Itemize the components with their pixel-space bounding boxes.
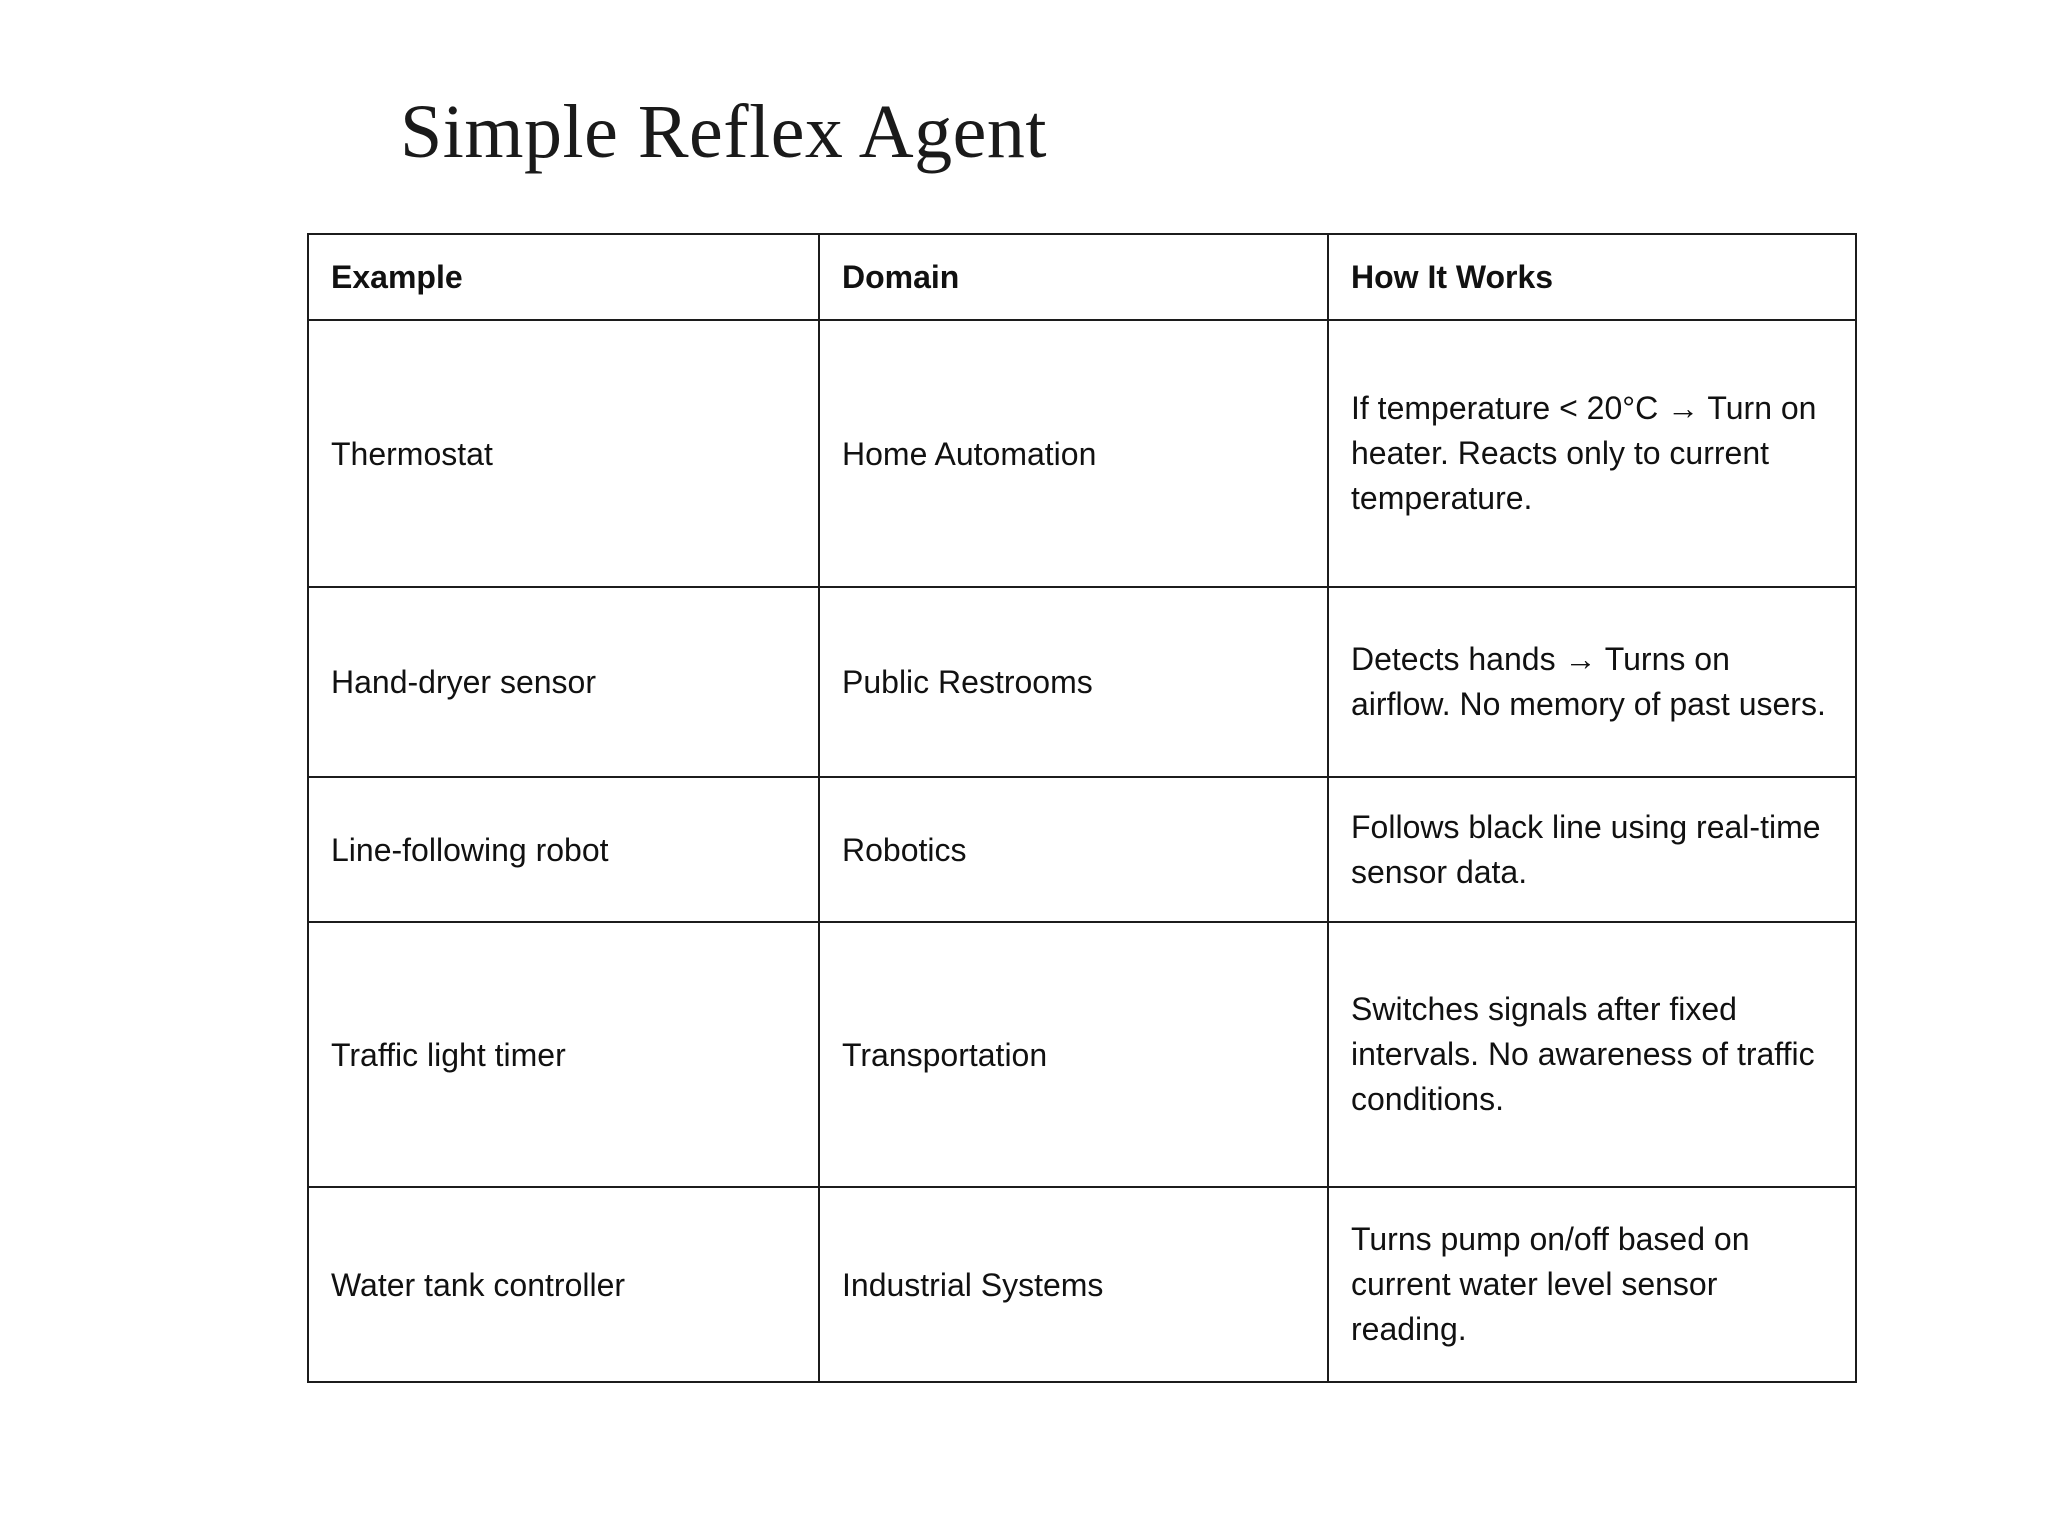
cell-example: Traffic light timer xyxy=(307,921,820,1188)
cell-domain-text: Home Automation xyxy=(842,435,1097,472)
cell-example: Line-following robot xyxy=(307,776,820,923)
column-header-domain: Domain xyxy=(818,233,1329,321)
table-row: Hand-dryer sensor Public Restrooms Detec… xyxy=(307,586,1857,778)
table-row: Water tank controller Industrial Systems… xyxy=(307,1186,1857,1383)
cell-how-it-works: Turns pump on/off based on current water… xyxy=(1327,1186,1857,1383)
reflex-agent-table: Example Domain How It Works Thermostat H… xyxy=(307,233,1857,1383)
cell-domain: Industrial Systems xyxy=(818,1186,1329,1383)
cell-how-it-works-text: Detects hands → Turns on airflow. No mem… xyxy=(1351,641,1826,722)
cell-example: Water tank controller xyxy=(307,1186,820,1383)
cell-how-it-works: If temperature < 20°C → Turn on heater. … xyxy=(1327,319,1857,588)
cell-example-text: Line-following robot xyxy=(331,831,609,868)
cell-domain-text: Industrial Systems xyxy=(842,1266,1104,1303)
table-row: Traffic light timer Transportation Switc… xyxy=(307,921,1857,1188)
cell-domain-text: Public Restrooms xyxy=(842,664,1093,700)
cell-how-it-works: Switches signals after fixed intervals. … xyxy=(1327,921,1857,1188)
cell-how-it-works-text: Turns pump on/off based on current water… xyxy=(1351,1221,1750,1347)
reflex-agent-table-container: Example Domain How It Works Thermostat H… xyxy=(307,233,1857,1383)
cell-example-text: Thermostat xyxy=(331,435,493,472)
cell-example-text: Traffic light timer xyxy=(331,1036,566,1073)
cell-example-text: Hand-dryer sensor xyxy=(331,664,596,700)
cell-example: Hand-dryer sensor xyxy=(307,586,820,778)
cell-how-it-works-text: If temperature < 20°C → Turn on heater. … xyxy=(1351,390,1817,516)
table-row: Line-following robot Robotics Follows bl… xyxy=(307,776,1857,923)
cell-domain: Public Restrooms xyxy=(818,586,1329,778)
table-body: Thermostat Home Automation If temperatur… xyxy=(307,319,1857,1383)
column-header-how-it-works: How It Works xyxy=(1327,233,1857,321)
cell-how-it-works: Follows black line using real-time senso… xyxy=(1327,776,1857,923)
cell-how-it-works-text: Follows black line using real-time senso… xyxy=(1351,808,1821,890)
table-row: Thermostat Home Automation If temperatur… xyxy=(307,319,1857,588)
column-header-example: Example xyxy=(307,233,820,321)
table-header: Example Domain How It Works xyxy=(307,233,1857,321)
cell-example-text: Water tank controller xyxy=(331,1266,626,1303)
cell-domain-text: Transportation xyxy=(842,1036,1048,1073)
cell-how-it-works: Detects hands → Turns on airflow. No mem… xyxy=(1327,586,1857,778)
cell-domain: Robotics xyxy=(818,776,1329,923)
page-title: Simple Reflex Agent xyxy=(400,90,1047,174)
cell-domain-text: Robotics xyxy=(842,831,967,868)
cell-domain: Home Automation xyxy=(818,319,1329,588)
cell-domain: Transportation xyxy=(818,921,1329,1188)
cell-how-it-works-text: Switches signals after fixed intervals. … xyxy=(1351,991,1815,1117)
cell-example: Thermostat xyxy=(307,319,820,588)
table-header-row: Example Domain How It Works xyxy=(307,233,1857,321)
